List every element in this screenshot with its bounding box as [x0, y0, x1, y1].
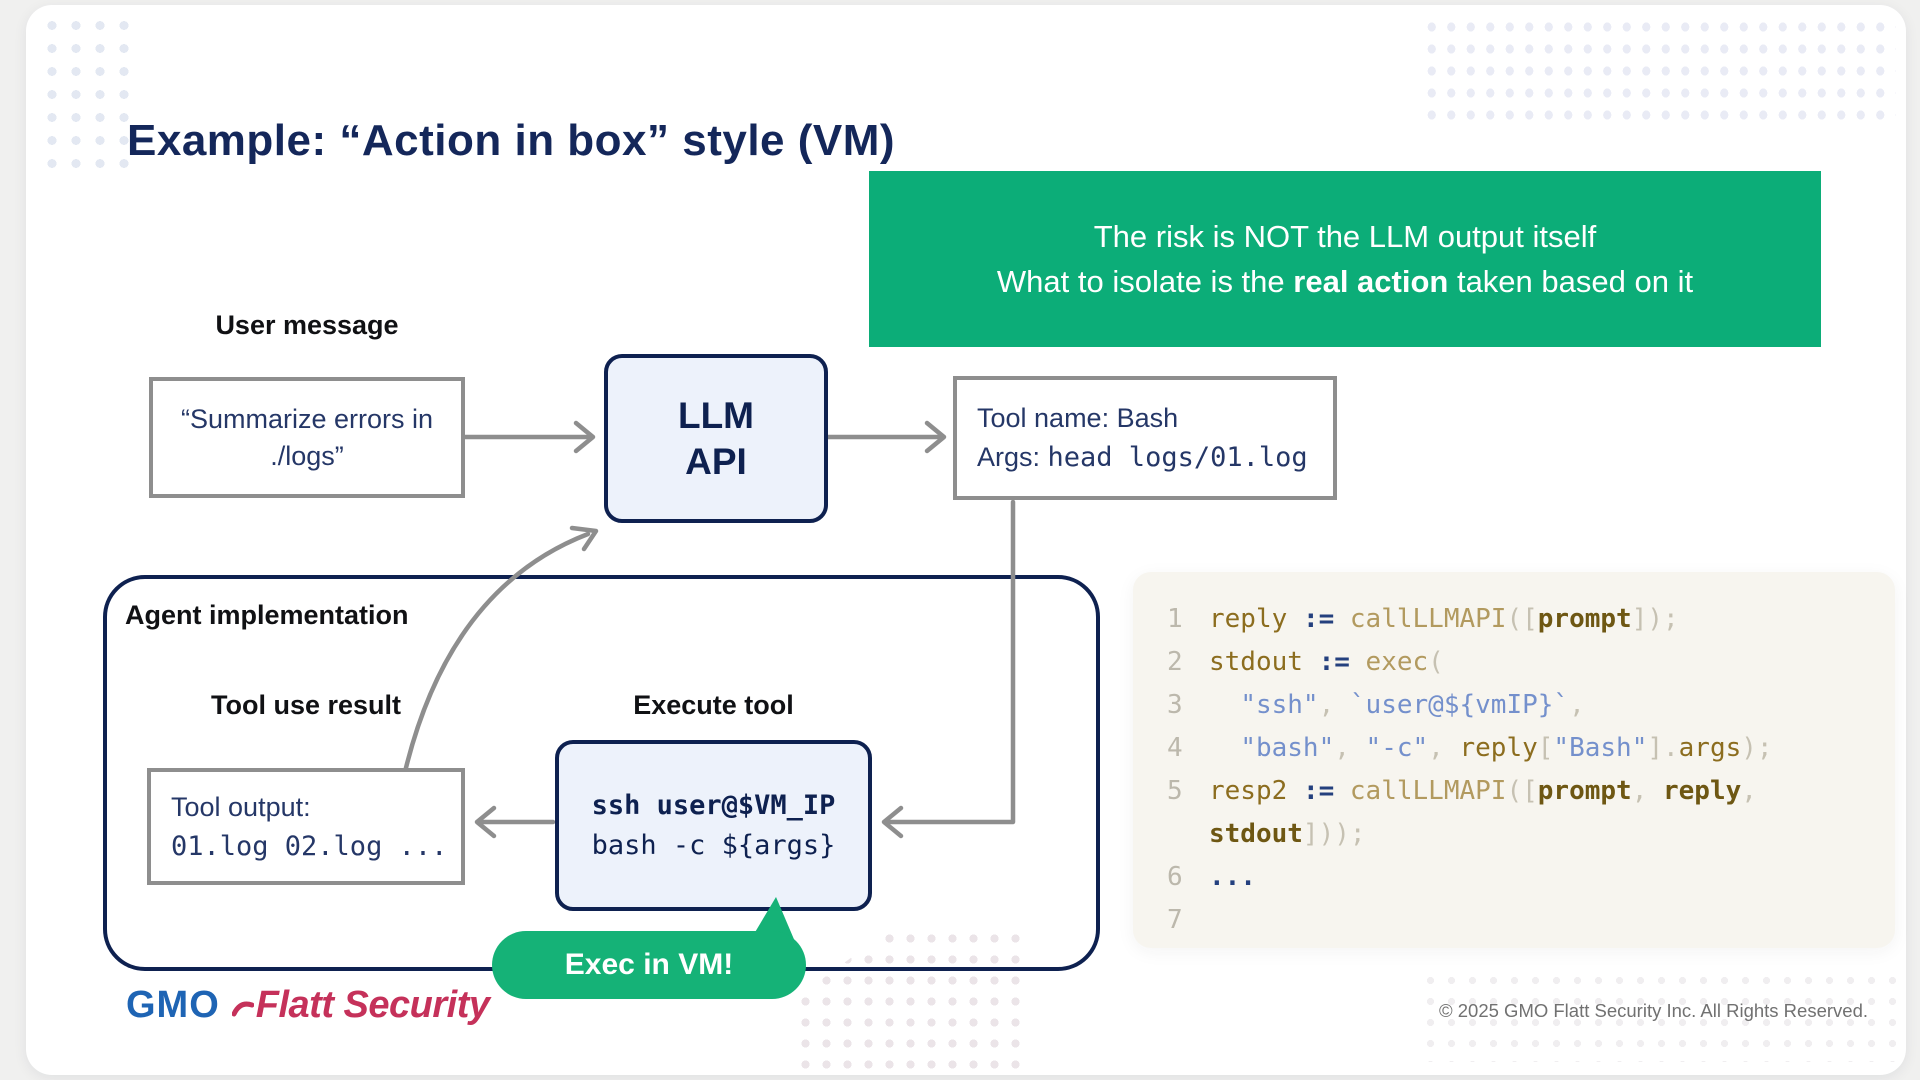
banner-line-2: What to isolate is the real action taken… — [996, 264, 1694, 299]
risk-callout-banner: The risk is NOT the LLM output itself Wh… — [869, 171, 1821, 347]
copyright-text: © 2025 GMO Flatt Security Inc. All Right… — [1438, 1000, 1868, 1021]
gmo-flatt-security-logo: GMO Flatt Security — [126, 984, 490, 1027]
code-line-number — [1133, 813, 1209, 856]
code-line-number: 3 — [1167, 690, 1183, 720]
code-line: 6... — [1133, 856, 1895, 899]
execute-tool-line-2: bash -c ${args} — [591, 829, 836, 861]
banner-emphasis: real action — [1293, 264, 1449, 299]
code-line: 4 "bash", "-c", reply["Bash"].args); — [1133, 727, 1895, 770]
code-line: stdout])); — [1133, 813, 1895, 856]
tool-args-line: Args: head logs/01.log — [977, 442, 1308, 473]
code-panel: 1 reply := callLLMAPI([prompt]); 2 stdout :… — [1133, 572, 1895, 948]
dot-pattern-top-left — [40, 14, 136, 172]
slide-title: Example: “Action in box” style (VM) — [127, 116, 896, 165]
code-line: 5 resp2 := callLLMAPI([prompt, reply, — [1133, 770, 1895, 813]
agent-implementation-label: Agent implementation — [125, 600, 409, 630]
code-line-number: 5 — [1167, 776, 1183, 806]
code-line-text: resp2 := callLLMAPI([prompt, reply, — [1209, 776, 1757, 806]
logo-swoosh-icon — [231, 1001, 254, 1016]
code-line-text: ... — [1209, 862, 1256, 892]
llm-api-box: LLM API — [604, 354, 828, 523]
user-message-line-2: ./logs” — [270, 440, 344, 471]
logo-gmo-text: GMO — [126, 984, 220, 1026]
dot-pattern-bottom-right — [1420, 970, 1898, 1062]
code-line-number: 2 — [1167, 647, 1183, 677]
banner-line-1: The risk is NOT the LLM output itself — [1093, 219, 1597, 254]
execute-tool-box: ssh user@$VM_IP bash -c ${args} — [555, 740, 872, 911]
execute-tool-label: Execute tool — [633, 690, 794, 720]
tool-result-label: Tool use result — [210, 690, 402, 720]
code-line-number: 7 — [1167, 905, 1183, 935]
user-message-box: “Summarize errors in ./logs” — [149, 377, 465, 498]
tool-output-line-2: 01.log 02.log ... — [171, 830, 448, 862]
code-line: 1 reply := callLLMAPI([prompt]); — [1133, 598, 1895, 641]
llm-api-line-1: LLM — [677, 394, 755, 436]
code-line-text: "bash", "-c", reply["Bash"].args); — [1240, 733, 1773, 763]
code-line-text: reply := callLLMAPI([prompt]); — [1209, 604, 1679, 634]
execute-tool-line-1: ssh user@$VM_IP — [591, 789, 836, 821]
code-line: 7 — [1133, 899, 1895, 942]
code-line-text: "ssh", `user@${vmIP}`, — [1240, 690, 1585, 720]
code-line-text — [1209, 899, 1895, 942]
tool-output-box: Tool output: 01.log 02.log ... — [147, 768, 465, 885]
tool-call-box: Tool name: Bash Args: head logs/01.log — [953, 376, 1337, 500]
tool-output-line-1: Tool output: — [171, 791, 311, 822]
user-message-line-1: “Summarize errors in — [180, 403, 434, 434]
logo-flatt-text: Flatt Security — [255, 984, 490, 1026]
code-line: 2 stdout := exec( — [1133, 641, 1895, 684]
tool-name-line: Tool name: Bash — [977, 403, 1179, 433]
code-line-number: 1 — [1167, 604, 1183, 634]
dot-pattern-top-right — [1422, 16, 1896, 122]
llm-api-line-2: API — [685, 440, 747, 482]
user-message-label: User message — [215, 310, 399, 340]
bubble-text: Exec in VM! — [564, 948, 734, 981]
code-line: 3 "ssh", `user@${vmIP}`, — [1133, 684, 1895, 727]
code-line-number: 4 — [1167, 733, 1183, 763]
code-line-text: stdout := exec( — [1209, 647, 1444, 677]
code-lines: 1 reply := callLLMAPI([prompt]); 2 stdout :… — [1133, 598, 1895, 942]
code-line-number: 6 — [1167, 862, 1183, 892]
code-line-text: stdout])); — [1209, 819, 1366, 849]
tool-args-code: head logs/01.log — [1047, 442, 1308, 473]
exec-in-vm-bubble: Exec in VM! — [492, 931, 806, 999]
